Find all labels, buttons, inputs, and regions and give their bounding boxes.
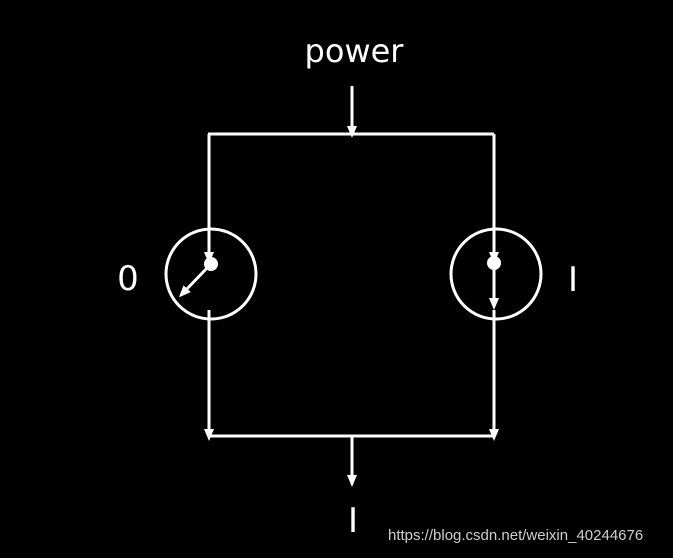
right-switch-circle	[449, 227, 543, 321]
right-switch-pivot	[487, 256, 501, 270]
left-switch-circle	[164, 227, 258, 321]
left-switch-state-label: 0	[117, 259, 139, 299]
output-label: I	[348, 501, 358, 541]
left-switch-lever-arrow	[178, 264, 211, 298]
power-label: power	[305, 32, 405, 70]
right-switch-state-label: I	[568, 260, 578, 300]
source-watermark: https://blog.csdn.net/weixin_40244676	[388, 527, 644, 544]
left-switch-open	[164, 227, 258, 321]
right-switch-closed	[449, 227, 543, 321]
